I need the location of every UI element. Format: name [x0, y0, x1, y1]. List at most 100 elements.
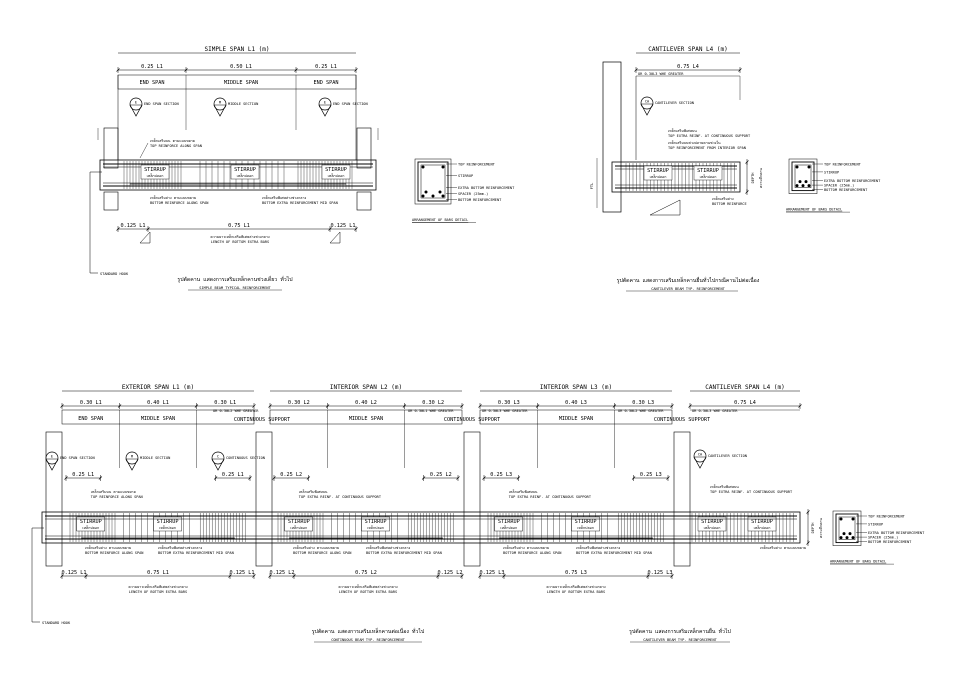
note-bottom-right-th: เหล็กเสริมพิเศษล่างช่วงกลาง: [262, 194, 307, 200]
section-note: STIRRUP: [824, 170, 839, 174]
note-bottom-right-en: BOTTOM EXTRA REINFORCEMENT MID SPAN: [262, 201, 338, 205]
stirrup-label: STIRRUP: [144, 167, 166, 173]
hatch-triangle: [139, 231, 151, 244]
or-note: OR 0.30L3 WHE GREATER: [482, 409, 528, 413]
rebar-dot: [798, 180, 802, 184]
section-letter: M: [219, 101, 222, 105]
or-note: OR 0.30L3 WHE GREATER: [638, 72, 684, 76]
section-arrow: [45, 458, 59, 471]
span-label: MIDDLE SPAN: [224, 80, 258, 86]
section-label: CONTINUOUS SECTION: [226, 456, 265, 460]
section-label: CANTILEVER SECTION: [655, 101, 694, 105]
stirrup-tag: [361, 516, 390, 532]
span-title: CANTILEVER SPAN L4 (m): [705, 384, 784, 391]
stirrup-tag: [76, 516, 106, 532]
section-letter: M: [131, 455, 134, 459]
rebar-dot: [441, 194, 445, 198]
section-marker: [693, 449, 707, 463]
span-label-row: [479, 409, 673, 425]
dimension-label: 0.40 L1: [147, 400, 169, 406]
section-outline: [417, 161, 449, 202]
section-caption: ARRANGEMENT OF BARS DETAIL: [412, 218, 468, 222]
note-top-th: เหล็กเสริมบน ตามแบบขยาย: [150, 137, 195, 143]
top-note-th: เหล็กเสริมพิเศษบน: [710, 483, 739, 489]
note-top-en: TOP REINFORCE ALONG SPAN: [150, 144, 202, 148]
dimension-label: 0.30 L3: [498, 400, 520, 406]
bottom-note-th: เหล็กเสริมล่าง ตามแบบขยาย: [293, 544, 339, 550]
length-note-th: ความยาวเหล็กเสริมพิเศษล่างช่วงกลาง: [338, 583, 397, 589]
depth-label: DEPTH: [751, 173, 755, 184]
dimension-label: 0.30 L2: [422, 400, 444, 406]
continuous-support-label: CONTINUOUS SUPPORT: [444, 417, 500, 423]
drawing-title: CANTILEVER SPAN L4 (m): [648, 46, 727, 53]
dimension-label: 0.25 L2: [430, 472, 452, 478]
stirrup-label: STIRRUP: [647, 168, 669, 174]
span-label: MIDDLE SPAN: [559, 416, 593, 422]
rebar-dot: [839, 517, 843, 521]
support-column: [255, 431, 273, 567]
note-th: เหล็กเสริมบนช่วงปลายคานช่วงใน: [668, 139, 721, 145]
span-label: END SPAN: [314, 80, 339, 86]
bottom-note-th: เหล็กเสริมล่าง ตามแบบขยาย: [760, 544, 806, 550]
section-marker: [318, 97, 332, 111]
or-note: OR 0.30L2 WHE GREATER: [618, 409, 664, 413]
depth-label: DEPTH: [811, 523, 815, 534]
section-label: CANTILEVER SECTION: [708, 454, 747, 458]
dimension-label: 0.25 L1: [72, 472, 94, 478]
beam-outline: [41, 511, 801, 544]
rebar-dot: [839, 536, 843, 540]
stirrup-tag: [230, 164, 260, 180]
length-note-en: LENGTH OF BOTTOM EXTRA BARS: [547, 590, 605, 594]
stirrup-label-th: เหล็กปลอก: [367, 524, 384, 530]
section-outline: [835, 513, 859, 544]
section-label: MIDDLE SECTION: [228, 102, 258, 106]
stirrup-tag: [571, 516, 600, 532]
section-note: SPACER (25mm.): [868, 536, 898, 540]
dimension-label: 0.125 L3: [648, 570, 673, 576]
bottom-note-en: BOTTOM REINFORCE: [712, 202, 747, 206]
support-column: [356, 191, 372, 211]
rebar-dot: [845, 536, 849, 540]
note-en: TOP REINFORCEMENT FROM INTERIOR SPAN: [668, 146, 746, 150]
rebar-dot: [851, 517, 855, 521]
dimension-label: 0.30 L1: [214, 400, 236, 406]
section-frame: [414, 158, 452, 205]
dimension-label: 0.125 L1: [230, 570, 255, 576]
section-note: TOP REINFORCEMENT: [868, 515, 906, 519]
or-note: OR 0.30L2 WHE GREATER: [213, 409, 259, 413]
section-label: END SPAN SECTION: [144, 102, 179, 106]
stirrup-label: STIRRUP: [325, 167, 347, 173]
stirrup-tag: [140, 164, 170, 180]
support-column: [103, 127, 119, 169]
section-label: END SPAN SECTION: [60, 456, 95, 460]
bottom-note-th: เหล็กเสริมล่าง ตามแบบขยาย: [503, 544, 549, 550]
rebar-dot: [801, 184, 805, 188]
stirrup-tag: [153, 516, 182, 532]
section-note: TOP REINFORCEMENT: [824, 163, 862, 167]
span-title: INTERIOR SPAN L3 (m): [540, 384, 612, 391]
section-arrow: [640, 103, 654, 116]
section-letter: C: [217, 455, 219, 459]
section-outline: [791, 161, 815, 192]
hook-leader: [31, 527, 44, 623]
dimension-label: 0.125 L1: [62, 570, 87, 576]
dimension-label: 0.50 L1: [230, 64, 252, 70]
section-caption: ARRANGEMENT OF BARS DETAIL: [786, 208, 842, 212]
section-arrow: [129, 104, 143, 117]
section-arrow: [693, 456, 707, 469]
stirrup-label: STIRRUP: [234, 167, 256, 173]
stirrup-label: STIRRUP: [288, 519, 310, 525]
stirrup-label-th: เหล็กปลอก: [159, 524, 176, 530]
top-note-en: TOP EXTRA REINF. AT CONTINUOUS SUPPORT: [509, 495, 592, 499]
rebar-dot: [842, 532, 846, 536]
standard-hook-label: STANDARD HOOK: [100, 272, 129, 276]
support-column: [463, 431, 481, 567]
rebar-dot: [424, 190, 428, 194]
stirrup-tag: [643, 165, 673, 181]
ftl-label: FTL: [590, 183, 594, 190]
rebar-dot: [804, 180, 808, 184]
dimension-label: 0.25 L2: [280, 472, 302, 478]
